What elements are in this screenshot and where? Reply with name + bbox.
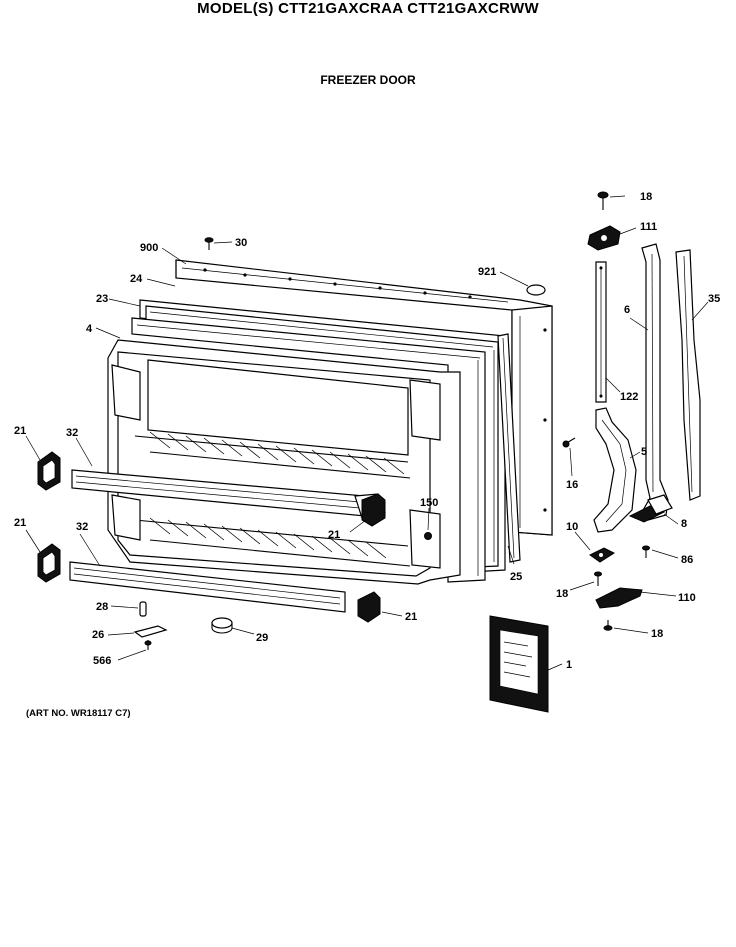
callout-921: 921 [478, 266, 496, 278]
callout-86: 86 [681, 554, 693, 566]
callout-18: 18 [640, 191, 652, 203]
callout-10: 10 [566, 521, 578, 533]
screw-150 [424, 532, 432, 540]
hinge-pin-10 [589, 547, 616, 563]
callout-900: 900 [140, 242, 158, 254]
mini-manual-1 [489, 615, 549, 713]
shelf-end-cap-lower-left [37, 543, 61, 583]
hinge-111 [587, 225, 621, 251]
screw-18-top [597, 191, 609, 210]
callout-labels: 18 111 30 900 921 24 23 4 6 35 122 21 32… [14, 191, 720, 671]
callout-21-upper-left: 21 [14, 425, 26, 437]
callout-21-upper-right: 21 [328, 529, 340, 541]
shelf-bar-lower [69, 561, 346, 613]
plug-921 [526, 284, 546, 296]
callout-21-lower-left: 21 [14, 517, 26, 529]
leader-lines [25, 195, 709, 671]
screw-18-bottom [603, 620, 613, 631]
callout-566: 566 [93, 655, 111, 667]
screw-86 [642, 545, 650, 558]
handle-5 [593, 407, 637, 533]
screw-18-middle [594, 571, 602, 586]
model-title: MODEL(S) CTT21GAXCRAA CTT21GAXCRWW [197, 0, 539, 17]
stop-26 [133, 625, 168, 638]
callout-18-middle: 18 [556, 588, 568, 600]
callout-30: 30 [235, 237, 247, 249]
callout-32-upper: 32 [66, 427, 78, 439]
screw-30 [204, 237, 214, 250]
callout-110: 110 [678, 592, 696, 604]
callout-150: 150 [420, 497, 438, 509]
callout-18-bottom: 18 [651, 628, 663, 640]
shelf-end-cap-upper-left [37, 451, 61, 491]
callout-122: 122 [620, 391, 638, 403]
shelf-end-cap-lower-right [357, 591, 381, 623]
art-number: (ART NO. WR18117 C7) [26, 708, 131, 719]
trim-6 [641, 243, 669, 521]
callout-4: 4 [86, 323, 93, 335]
callout-16: 16 [566, 479, 578, 491]
callout-111: 111 [640, 221, 657, 233]
hinge-110 [595, 587, 643, 609]
callout-6: 6 [624, 304, 630, 316]
part-28 [139, 601, 147, 617]
plug-29 [211, 617, 233, 629]
callout-28: 28 [96, 601, 108, 613]
bracket-8 [628, 494, 673, 523]
callout-21-lower-right: 21 [405, 611, 417, 623]
section-title: FREEZER DOOR [320, 73, 416, 87]
trim-35 [675, 249, 701, 501]
shelf-end-cap-upper-right [361, 493, 386, 527]
callout-23: 23 [96, 293, 108, 305]
callout-25: 25 [510, 571, 522, 583]
callout-24: 24 [130, 273, 143, 285]
callout-1: 1 [566, 659, 572, 671]
callout-5: 5 [641, 446, 647, 458]
screw-16 [562, 437, 576, 448]
bar-122 [595, 261, 607, 403]
door-liner [107, 339, 461, 585]
callout-29: 29 [256, 632, 268, 644]
callout-8: 8 [681, 518, 687, 530]
callout-32-lower: 32 [76, 521, 88, 533]
callout-35: 35 [708, 293, 720, 305]
callout-26: 26 [92, 629, 104, 641]
